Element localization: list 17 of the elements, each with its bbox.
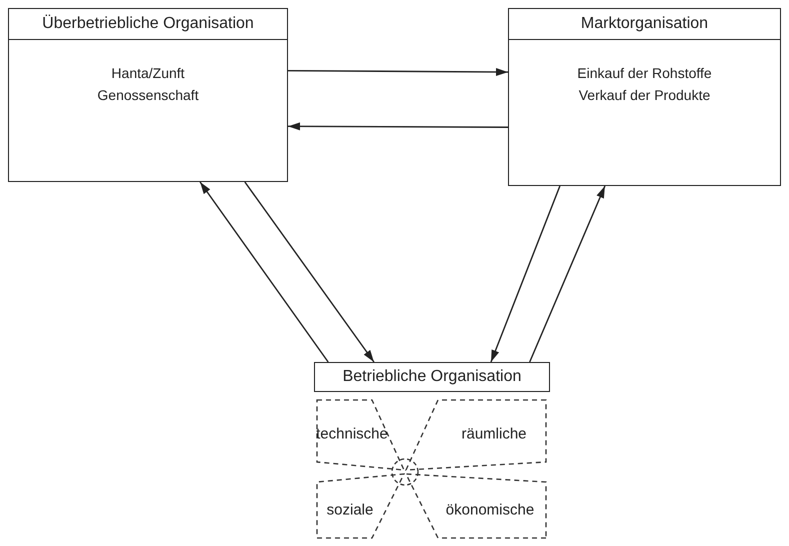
arrow [244, 182, 375, 362]
box-text: Einkauf der Rohstoffe Verkauf der Produkte [576, 64, 713, 105]
box-heading: Überbetriebliche Organisation [9, 9, 287, 40]
organization-box [508, 8, 781, 186]
organization-box [8, 8, 288, 182]
dashed-segment: technische [317, 400, 404, 470]
arrow [490, 186, 561, 362]
arrow [200, 182, 329, 362]
box-heading: Marktorganisation [509, 9, 780, 40]
arrow [288, 68, 508, 76]
arrow [529, 186, 606, 362]
box-text: Hanta/Zunft Genossenschaft [96, 64, 200, 105]
dashed-segment: räumliche [406, 400, 546, 470]
arrow [288, 122, 508, 130]
heading-box: Betriebliche Organisation [314, 362, 550, 392]
dashed-segment: ökonomische [406, 474, 546, 538]
dashed-segment: soziale [317, 474, 404, 538]
